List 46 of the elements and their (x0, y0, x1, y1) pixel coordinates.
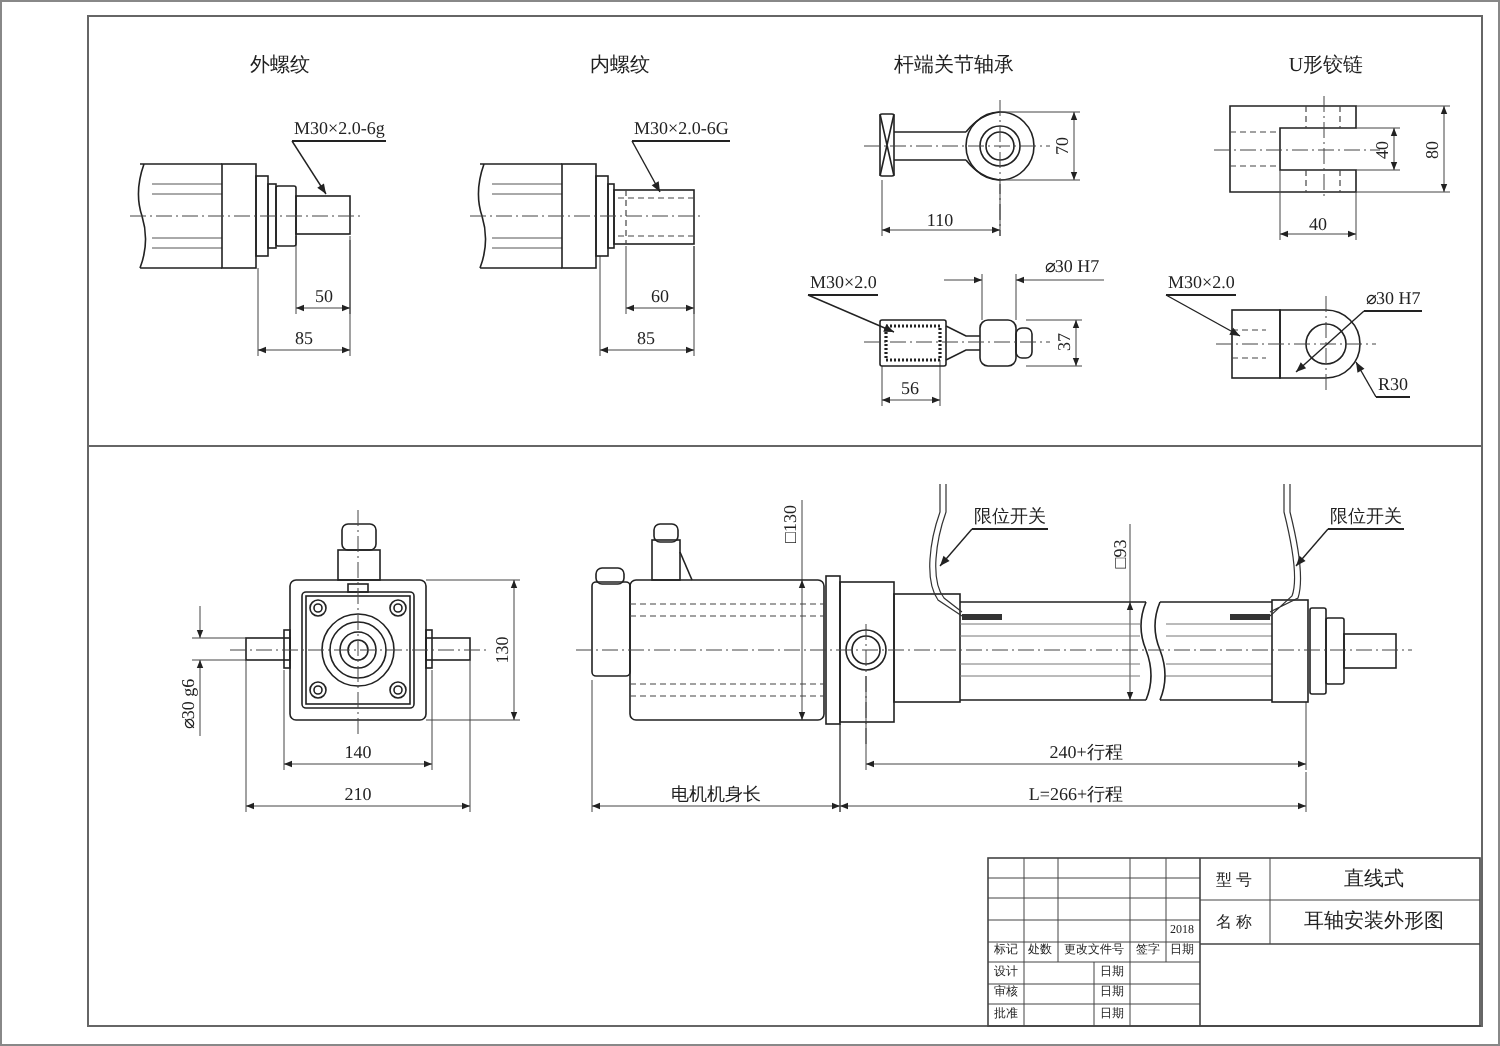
dimension-text: 电机机身长 (671, 784, 761, 804)
dimension-text: 50 (315, 286, 333, 306)
dimension-text: 80 (1422, 141, 1442, 159)
view-title: 杆端关节轴承 (894, 55, 1014, 77)
rod-end-section-drawing (863, 319, 1051, 367)
leader-line (631, 140, 661, 193)
leader-label: ⌀30 H7 (1364, 288, 1423, 312)
dimension-text: 140 (344, 742, 372, 762)
dimension-text: 37 (1054, 333, 1074, 351)
title-block-text: 型 号 (1216, 871, 1252, 889)
actuator-end-drawing (129, 163, 365, 269)
dimension-text: □93 (1110, 539, 1130, 569)
leader-line (807, 294, 895, 333)
view-title: U形铰链 (1288, 55, 1364, 77)
dimension-text: 130 (492, 636, 512, 664)
dimension-text: 85 (637, 328, 655, 348)
dimension-text: ⌀30 H7 (1044, 256, 1100, 276)
title-block-text: 名 称 (1216, 913, 1252, 931)
view-title: 外螺纹 (250, 55, 310, 77)
leader-label: M30×2.0 (1166, 272, 1237, 296)
title-block-text: 耳轴安装外形图 (1304, 911, 1444, 933)
dimension-text: 40 (1372, 141, 1392, 159)
leader-label: R30 (1376, 374, 1411, 398)
dimension-text: 40 (1309, 214, 1327, 234)
leader-line (1355, 361, 1377, 398)
leader-label: M30×2.0-6G (632, 118, 731, 142)
leader-line (1295, 528, 1329, 567)
dimension-text: 60 (651, 286, 669, 306)
leader-line (939, 528, 973, 567)
dimension-text: ⌀30 g6 (178, 678, 198, 730)
dimension-text: 85 (295, 328, 313, 348)
dimension-text: 70 (1052, 137, 1072, 155)
actuator-end-drawing (469, 163, 705, 269)
leader-label: M30×2.0-6g (292, 118, 387, 142)
view-title: 内螺纹 (590, 55, 650, 77)
actuator-side-drawing (575, 483, 1413, 745)
dimension-text: □130 (780, 505, 800, 543)
leader-line (1165, 294, 1241, 337)
dimension-text: 110 (926, 210, 954, 230)
dimension-text: 56 (901, 378, 919, 398)
leader-label: M30×2.0 (808, 272, 879, 296)
title-block-text: 直线式 (1344, 869, 1404, 891)
leader-line (291, 140, 327, 195)
dimension-text: 210 (344, 784, 372, 804)
dimension-text: 240+行程 (1049, 742, 1123, 762)
dimension-text: L=266+行程 (1028, 784, 1124, 804)
